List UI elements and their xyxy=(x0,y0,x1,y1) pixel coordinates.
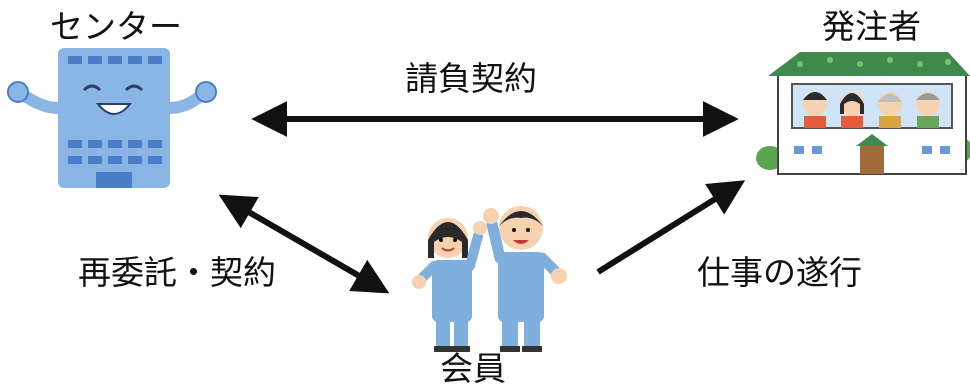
two-workers-cheering-icon xyxy=(412,206,567,352)
contract-edge-label: 請負契約 xyxy=(405,59,537,98)
member-label: 会員 xyxy=(440,349,506,388)
work-edge-label: 仕事の遂行 xyxy=(697,253,862,292)
arrow-center-member xyxy=(218,194,390,294)
center-label: センター xyxy=(50,7,182,46)
client-label: 発注者 xyxy=(822,7,921,46)
house-with-family-icon xyxy=(756,52,970,175)
arrow-member-client xyxy=(596,180,746,275)
smiling-building-icon xyxy=(7,48,217,188)
